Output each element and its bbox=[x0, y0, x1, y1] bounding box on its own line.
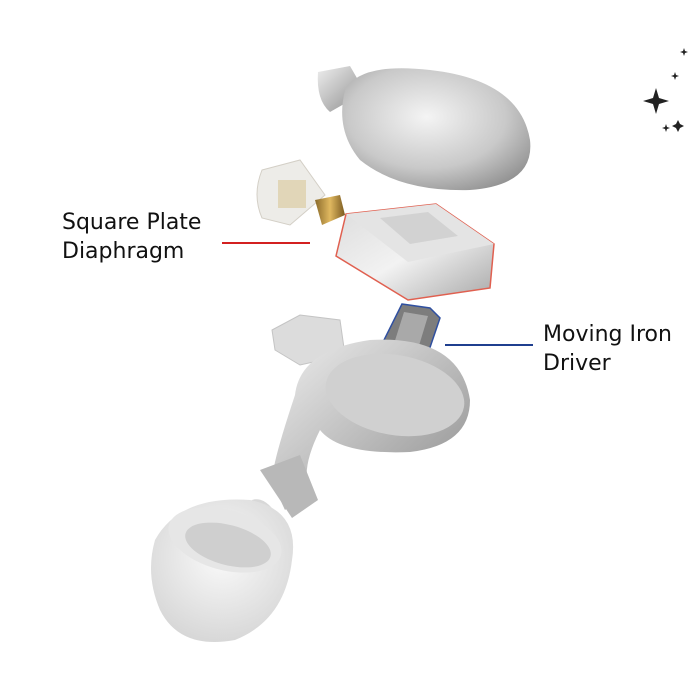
square-plate-leader-line bbox=[222, 242, 310, 244]
top-shell bbox=[317, 66, 531, 191]
sparkle-icon bbox=[643, 48, 688, 132]
label-line-1: Moving Iron bbox=[543, 322, 672, 347]
label-line-2: Driver bbox=[543, 351, 611, 376]
square-plate-diaphragm bbox=[335, 203, 495, 301]
label-line-2: Diaphragm bbox=[62, 239, 185, 264]
moving-iron-leader-line bbox=[445, 344, 533, 346]
cable-connector bbox=[256, 159, 345, 226]
moving-iron-driver-label: Moving Iron Driver bbox=[543, 320, 672, 378]
label-line-1: Square Plate bbox=[62, 210, 202, 235]
lower-housing bbox=[260, 314, 470, 518]
square-plate-diaphragm-label: Square Plate Diaphragm bbox=[62, 208, 201, 266]
ear-tip bbox=[151, 499, 294, 642]
